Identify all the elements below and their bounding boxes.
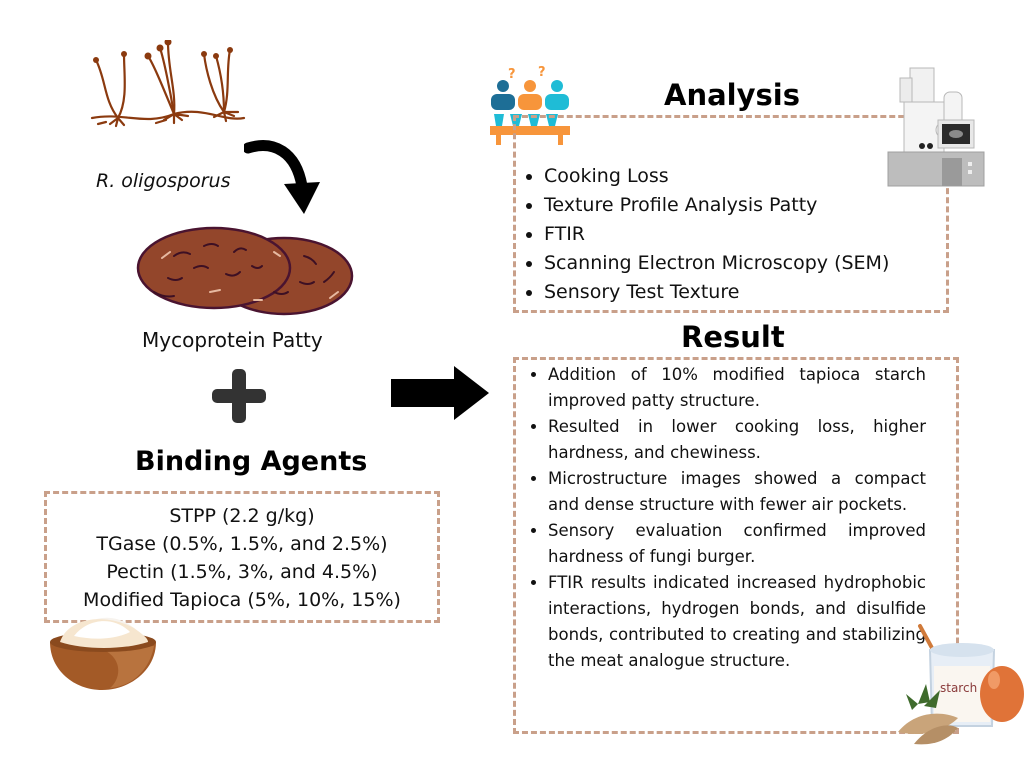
analysis-item: Cooking Loss	[544, 162, 946, 191]
result-box: Addition of 10% modified tapioca starch …	[513, 357, 959, 734]
result-item: Resulted in lower cooking loss, higher h…	[548, 414, 926, 466]
binding-agent-item: Pectin (1.5%, 3%, and 4.5%)	[106, 561, 378, 583]
plus-icon	[212, 369, 266, 423]
result-title: Result	[681, 320, 785, 354]
analysis-title: Analysis	[664, 78, 800, 112]
analysis-box: Cooking Loss Texture Profile Analysis Pa…	[513, 115, 949, 313]
flour-bowl-icon	[50, 617, 156, 690]
binding-agent-item: STPP (2.2 g/kg)	[169, 505, 315, 527]
result-item: Sensory evaluation confirmed improved ha…	[548, 518, 926, 570]
analysis-item: Sensory Test Texture	[544, 278, 946, 307]
patty-icon	[136, 226, 354, 316]
right-arrow-icon	[391, 366, 489, 420]
fungus-hyphae-icon	[90, 40, 246, 128]
binding-agent-item: TGase (0.5%, 1.5%, and 2.5%)	[96, 533, 388, 555]
result-item: Addition of 10% modified tapioca starch …	[548, 362, 926, 414]
binding-agents-title: Binding Agents	[135, 446, 368, 477]
starch-jar-label: starch	[940, 681, 977, 695]
analysis-item: FTIR	[544, 220, 946, 249]
curved-arrow-icon	[244, 140, 320, 214]
binding-agent-item: Modified Tapioca (5%, 10%, 15%)	[83, 589, 401, 611]
tapioca-starch-jar-icon: starch	[898, 624, 1024, 745]
svg-text:?: ?	[538, 65, 546, 80]
analysis-item: Scanning Electron Microscopy (SEM)	[544, 249, 946, 278]
svg-text:?: ?	[508, 67, 516, 82]
analysis-item: Texture Profile Analysis Patty	[544, 191, 946, 220]
result-item: Microstructure images showed a compact a…	[548, 466, 926, 518]
organism-label: R. oligosporus	[96, 170, 231, 192]
electron-microscope-icon	[887, 67, 985, 187]
result-item: FTIR results indicated increased hydroph…	[548, 570, 926, 674]
patty-label: Mycoprotein Patty	[142, 328, 323, 352]
binding-agents-box: STPP (2.2 g/kg) TGase (0.5%, 1.5%, and 2…	[44, 491, 440, 623]
